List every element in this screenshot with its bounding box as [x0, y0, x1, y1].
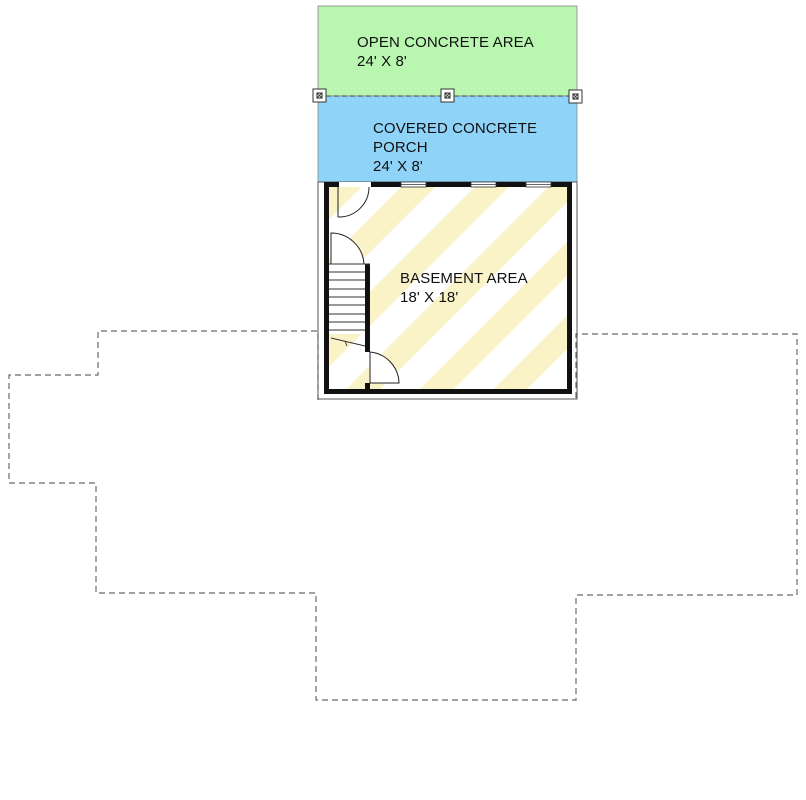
basement-walls	[324, 182, 572, 394]
basement-windows	[400, 181, 552, 188]
room-name: OPEN CONCRETE AREA	[357, 34, 534, 51]
room-name: BASEMENT AREA	[400, 270, 528, 287]
door-icon	[337, 182, 371, 218]
window-icon	[525, 181, 552, 188]
open-concrete-area-label: OPEN CONCRETE AREA 24' X 8'	[357, 33, 534, 71]
post-icon	[568, 89, 583, 104]
upper-floor-dashed-outline	[8, 330, 798, 701]
covered-concrete-porch	[317, 95, 578, 183]
room-dimensions: 24' X 8'	[357, 53, 407, 70]
basement-stair	[329, 263, 370, 347]
window-icon	[470, 181, 497, 188]
room-dimensions: 24' X 8'	[373, 158, 423, 175]
covered-porch-label: COVERED CONCRETE PORCH 24' X 8'	[373, 119, 537, 176]
room-dimensions: 18' X 18'	[400, 289, 459, 306]
basement-area-label: BASEMENT AREA 18' X 18'	[400, 269, 528, 307]
room-name-line1: COVERED CONCRETE	[373, 120, 538, 137]
room-name-line2: PORCH	[373, 139, 428, 156]
porch-posts	[312, 88, 583, 104]
door-icon	[365, 351, 400, 390]
window-icon	[400, 181, 427, 188]
post-icon	[440, 88, 455, 103]
post-icon	[312, 88, 327, 103]
stair-direction-arrow-icon	[330, 337, 366, 347]
open-concrete-area	[317, 5, 578, 97]
